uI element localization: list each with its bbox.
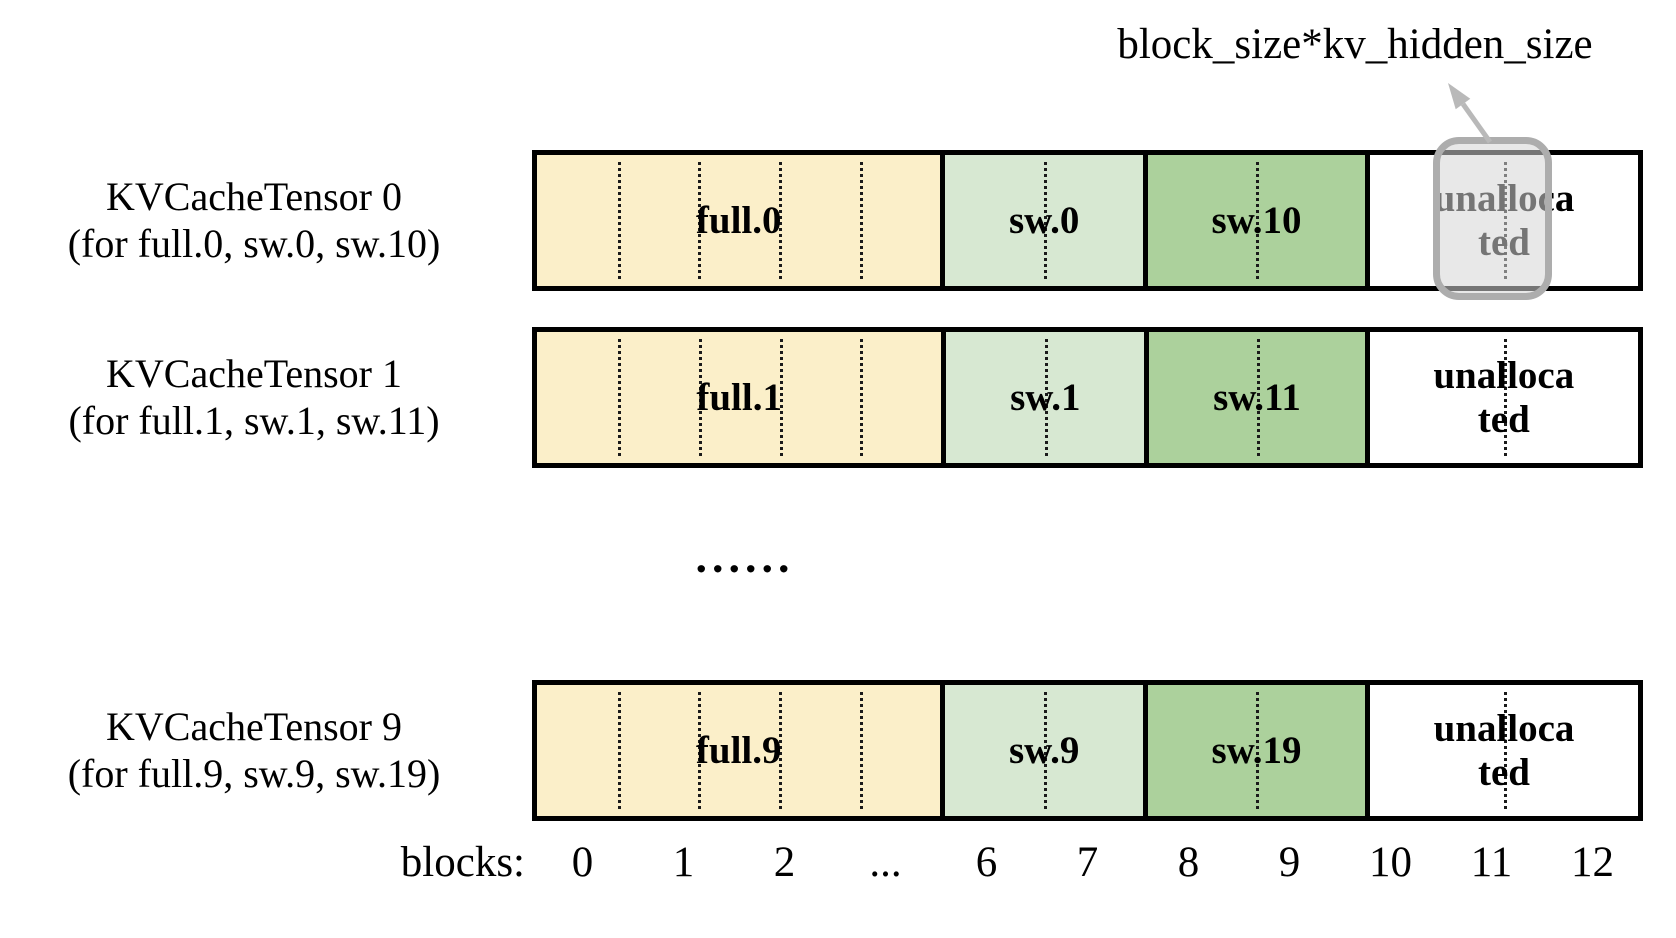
block-index-tick: 10 [1369, 839, 1412, 886]
block-divider-dotted [1044, 692, 1048, 809]
block-divider-dotted [617, 162, 621, 279]
sw-11-segment: sw.11 [1144, 332, 1365, 463]
block-divider-dotted [698, 162, 702, 279]
tensor-title: KVCacheTensor 0 [106, 173, 402, 219]
tensor-row-label: KVCacheTensor 9(for full.9, sw.9, sw.19) [0, 680, 508, 821]
block-divider-dotted [1504, 692, 1507, 809]
block-highlight-box [1433, 137, 1552, 300]
block-index-tick: 11 [1470, 839, 1513, 886]
sw-0-segment: sw.0 [940, 155, 1143, 286]
block-divider-dotted [1044, 162, 1048, 279]
segment-label: sw.0 [1008, 198, 1080, 242]
block-index-tick: 12 [1571, 839, 1614, 886]
block-divider-dotted [859, 692, 863, 809]
block-divider-dotted [698, 692, 702, 809]
tensor-subtitle: (for full.1, sw.1, sw.11) [68, 397, 440, 443]
segment-label: full.0 [695, 198, 782, 242]
block-index-tick: 2 [773, 839, 796, 886]
segment-label: sw.10 [1211, 198, 1302, 242]
block-divider-dotted [779, 339, 783, 456]
full-1-segment: full.1 [537, 332, 942, 463]
full-0-segment: full.0 [537, 155, 941, 286]
full-9-segment: full.9 [537, 685, 941, 816]
block-divider-dotted [617, 692, 621, 809]
block-divider-dotted [779, 692, 783, 809]
block-divider-dotted [1045, 339, 1049, 456]
segment-label: full.9 [695, 728, 782, 772]
tensor-subtitle: (for full.9, sw.9, sw.19) [67, 750, 441, 796]
block-divider-dotted [698, 339, 702, 456]
block-divider-dotted [617, 339, 621, 456]
omitted-rows-ellipsis: ...... [695, 531, 795, 582]
block-divider-dotted [1256, 339, 1260, 456]
segment-label: sw.19 [1211, 728, 1302, 772]
sw-9-segment: sw.9 [940, 685, 1143, 816]
block-index-tick: 0 [571, 839, 594, 886]
block-divider-dotted [779, 162, 783, 279]
tensor-subtitle: (for full.0, sw.0, sw.10) [67, 220, 441, 266]
sw-1-segment: sw.1 [941, 332, 1145, 463]
block-index-tick: 8 [1177, 839, 1200, 886]
tensor-row-label: KVCacheTensor 0(for full.0, sw.0, sw.10) [0, 150, 508, 291]
block-size-annotation: block_size*kv_hidden_size [1117, 21, 1593, 68]
tensor-row-label: KVCacheTensor 1(for full.1, sw.1, sw.11) [0, 327, 508, 468]
block-divider-dotted [1256, 692, 1260, 809]
blocks-axis-label: blocks: [400, 839, 525, 886]
block-index-tick: 9 [1278, 839, 1301, 886]
block-divider-dotted [1256, 162, 1260, 279]
block-index-tick: 7 [1076, 839, 1099, 886]
segment-label: full.1 [696, 375, 782, 419]
sw-19-segment: sw.19 [1142, 685, 1366, 816]
block-index-tick: 1 [672, 839, 695, 886]
block-divider-dotted [1503, 339, 1507, 456]
annotation-arrow-icon [1448, 83, 1493, 144]
sw-10-segment: sw.10 [1142, 155, 1366, 286]
tensor-title: KVCacheTensor 1 [106, 350, 402, 396]
segment-label: sw.11 [1213, 375, 1301, 419]
block-divider-dotted [859, 162, 863, 279]
block-index-tick: ... [869, 839, 902, 886]
tensor-title: KVCacheTensor 9 [106, 703, 402, 749]
segment-label: sw.1 [1010, 375, 1081, 419]
segment-label: sw.9 [1008, 728, 1080, 772]
block-index-tick: 6 [975, 839, 998, 886]
block-divider-dotted [860, 339, 864, 456]
